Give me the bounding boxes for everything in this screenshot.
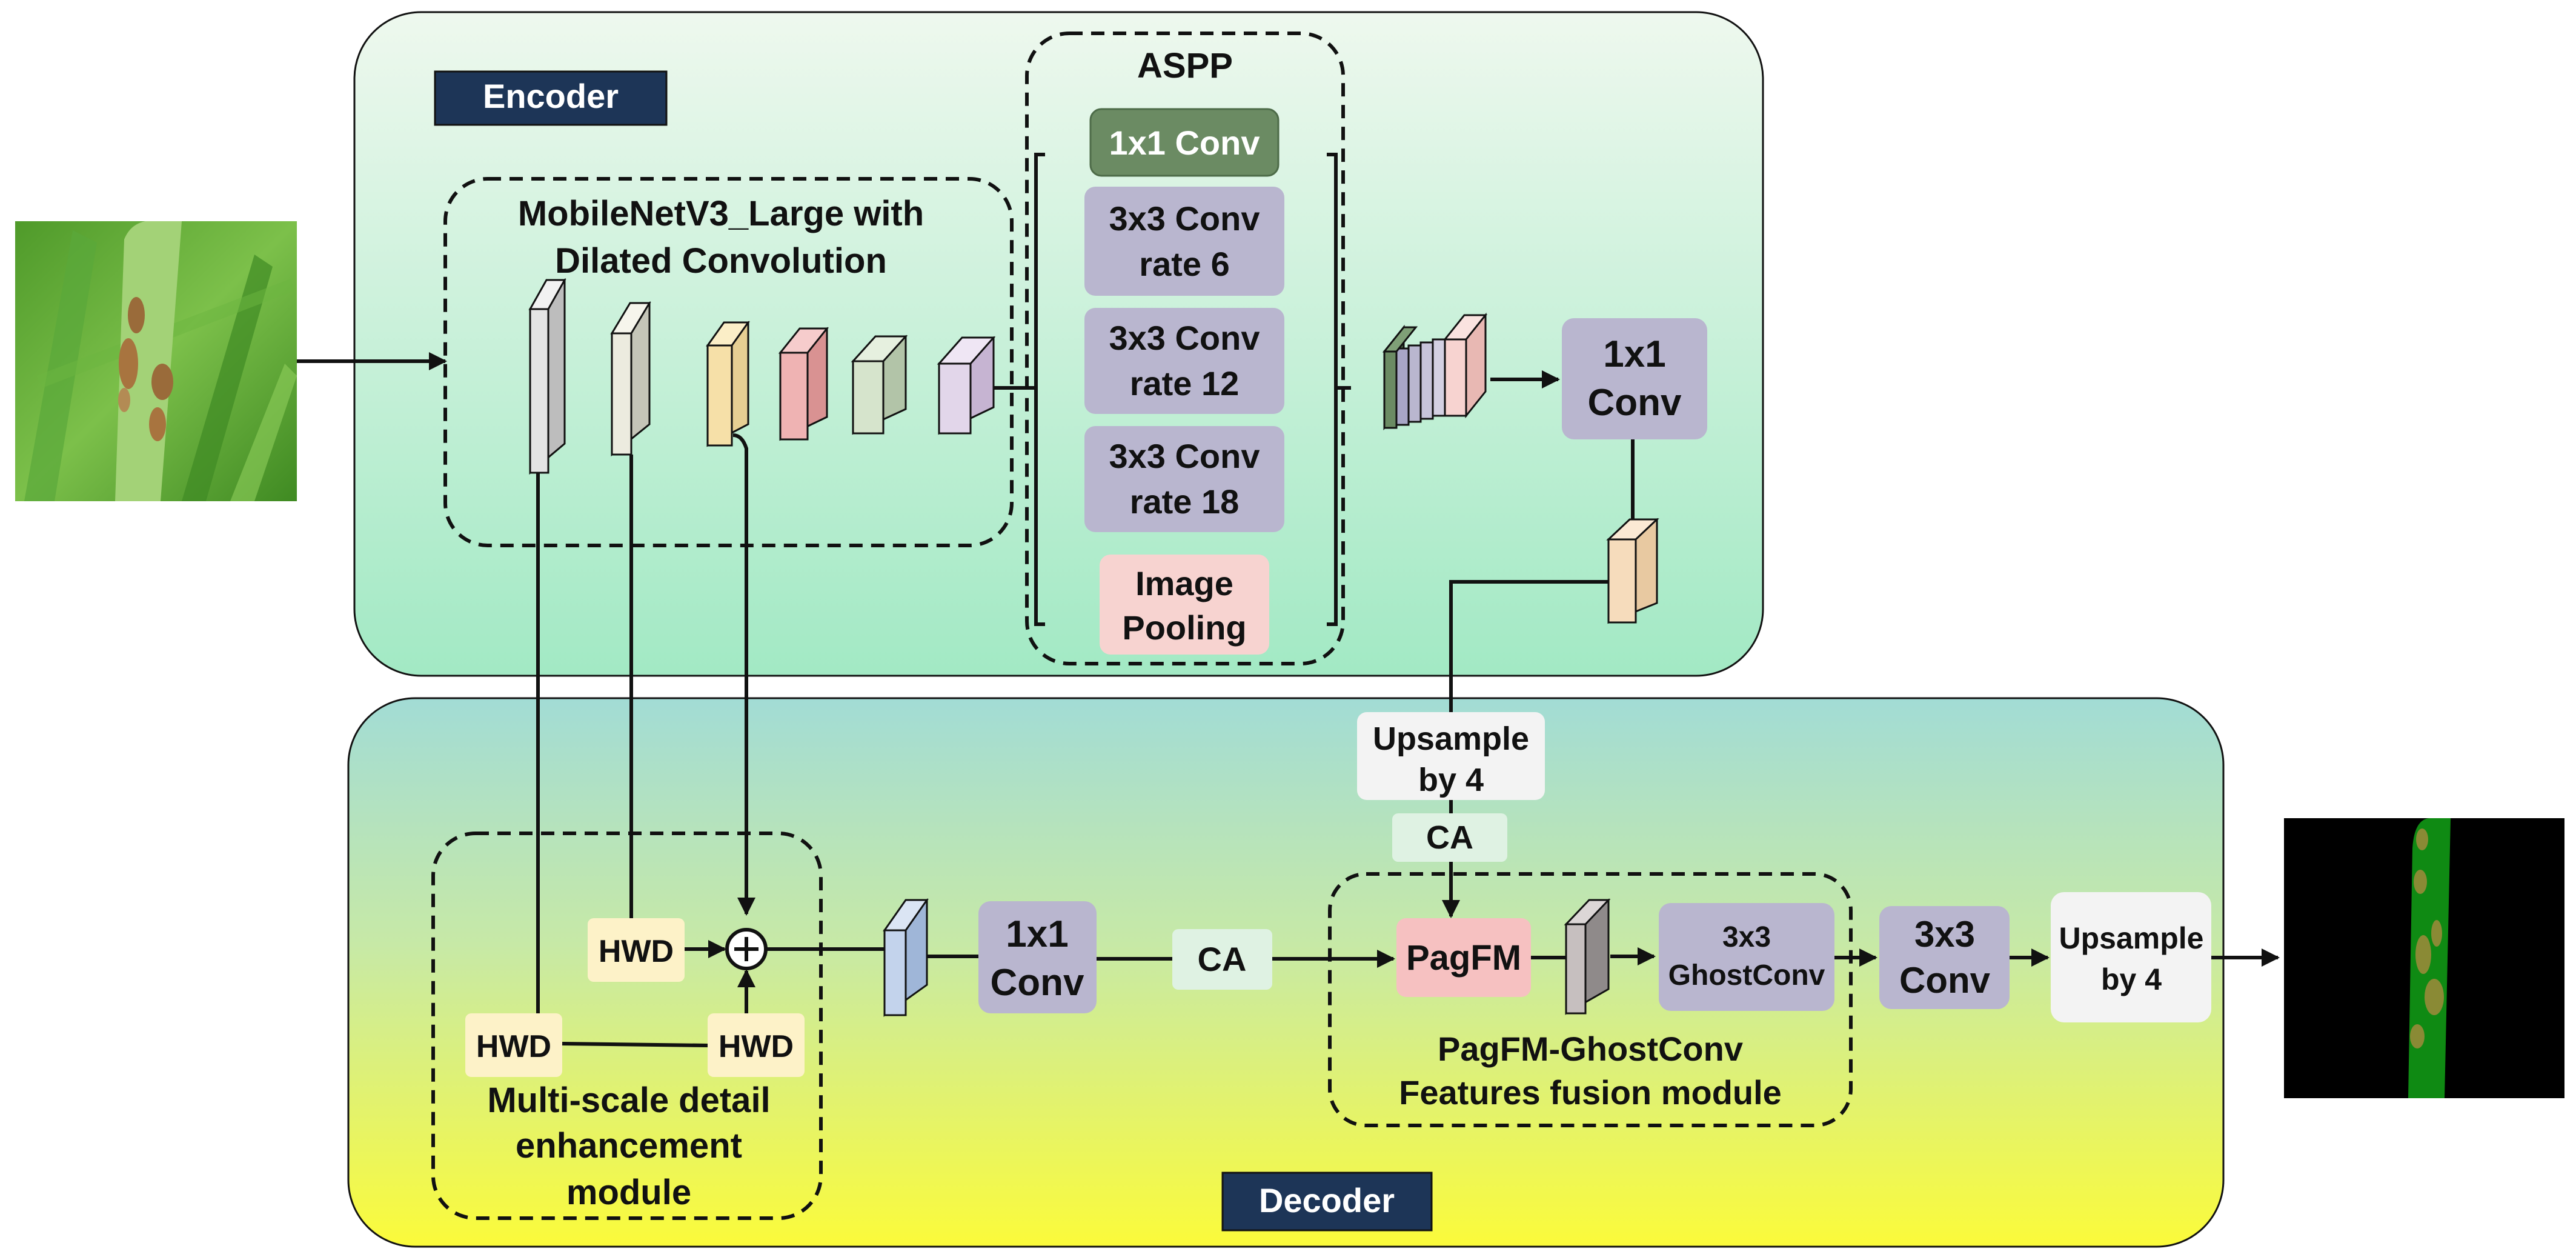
segmentation-mask-output-image <box>2284 818 2564 1098</box>
svg-text:Features fusion module: Features fusion module <box>1399 1073 1782 1112</box>
svg-text:PagFM: PagFM <box>1406 938 1521 978</box>
pagfm-box: PagFM <box>1396 918 1531 997</box>
multiscale-detail-enhancement-module: Multi-scale detail enhancement module <box>431 832 823 1220</box>
svg-text:rate 6: rate 6 <box>1139 245 1229 283</box>
svg-text:3x3: 3x3 <box>1914 914 1975 955</box>
svg-text:1x1 Conv: 1x1 Conv <box>1109 124 1260 162</box>
svg-text:CA: CA <box>1198 940 1247 978</box>
feature-map-4 <box>778 327 829 441</box>
ghostconv-box: 3x3 GhostConv <box>1659 903 1834 1011</box>
svg-text:module: module <box>566 1173 691 1212</box>
decoder-1x1-conv: 1x1 Conv <box>978 901 1097 1013</box>
svg-text:rate 18: rate 18 <box>1130 482 1240 521</box>
hwd-box-right: HWD <box>708 1013 805 1077</box>
feature-map-3 <box>706 321 750 447</box>
upsample-top-box: Upsample by 4 <box>1357 712 1545 800</box>
decoder-feature-map <box>883 898 929 1017</box>
encoder-tag-label: Encoder <box>483 77 619 115</box>
svg-text:GhostConv: GhostConv <box>1668 959 1825 992</box>
svg-text:Conv: Conv <box>1588 382 1682 424</box>
ca-top-box: CA <box>1392 813 1507 862</box>
svg-text:Upsample: Upsample <box>1373 721 1529 757</box>
feature-map-2 <box>610 301 651 457</box>
svg-text:by 4: by 4 <box>1418 762 1484 798</box>
aspp-branch-rate-6: 3x3 Conv rate 6 <box>1084 187 1284 296</box>
feature-map-5 <box>851 335 908 435</box>
pagfm-ghostconv-module: PagFM-GhostConv Features fusion module <box>1328 872 1853 1127</box>
encoder-output-feature-map <box>1606 518 1659 624</box>
decoder-tag <box>1221 1172 1433 1232</box>
aspp-branch-rate-18: 3x3 Conv rate 18 <box>1084 426 1284 532</box>
svg-text:1x1: 1x1 <box>1006 913 1068 955</box>
hwd-box-top: HWD <box>588 918 685 982</box>
aspp-module: ASPP 1x1 Conv 3x3 Conv rate 6 3x3 Conv r… <box>994 32 1351 665</box>
encoder-1x1-conv: 1x1 Conv <box>1562 318 1707 439</box>
svg-text:Multi-scale detail: Multi-scale detail <box>487 1081 770 1120</box>
svg-text:Upsample: Upsample <box>2059 921 2204 955</box>
feature-map-1 <box>528 278 566 475</box>
encoder-panel: Encoder <box>353 11 1764 677</box>
final-3x3-conv: 3x3 Conv <box>1879 906 2010 1009</box>
pagfm-feature-map <box>1564 898 1611 1015</box>
svg-text:1x1: 1x1 <box>1603 333 1665 375</box>
decoder-panel: Decoder <box>347 697 2225 1248</box>
svg-text:by 4: by 4 <box>2101 962 2162 996</box>
svg-text:HWD: HWD <box>476 1029 551 1064</box>
svg-text:3x3 Conv: 3x3 Conv <box>1109 199 1260 238</box>
upsample-final-box: Upsample by 4 <box>2051 892 2211 1022</box>
aspp-title: ASPP <box>1137 46 1233 85</box>
svg-text:CA: CA <box>1426 819 1473 856</box>
svg-text:Pooling: Pooling <box>1122 608 1246 647</box>
feature-map-6 <box>937 336 996 435</box>
decoder-tag-label: Decoder <box>1259 1181 1395 1219</box>
svg-text:Conv: Conv <box>1899 960 1991 1001</box>
svg-text:3x3: 3x3 <box>1722 921 1771 953</box>
aspp-branch-1x1-conv: 1x1 Conv <box>1089 108 1280 177</box>
encoder-tag <box>434 70 668 126</box>
svg-text:Image: Image <box>1135 564 1233 602</box>
svg-text:Conv: Conv <box>991 962 1085 1004</box>
svg-text:3x3 Conv: 3x3 Conv <box>1109 319 1260 357</box>
svg-text:HWD: HWD <box>599 934 674 969</box>
concat-feature-stack <box>1382 312 1488 431</box>
hwd-box-left: HWD <box>465 1013 562 1077</box>
svg-text:rate 12: rate 12 <box>1130 364 1240 402</box>
add-circle-icon <box>725 928 768 970</box>
aspp-branch-image-pooling: Image Pooling <box>1100 555 1269 655</box>
rice-leaf-input-image <box>15 221 297 501</box>
svg-text:enhancement: enhancement <box>516 1126 742 1165</box>
aspp-branch-rate-12: 3x3 Conv rate 12 <box>1084 308 1284 414</box>
svg-text:3x3 Conv: 3x3 Conv <box>1109 437 1260 475</box>
backbone-title-line2: Dilated Convolution <box>555 241 887 281</box>
svg-text:HWD: HWD <box>719 1029 794 1064</box>
backbone-title-line1: MobileNetV3_Large with <box>518 194 924 233</box>
ca-mid-box: CA <box>1172 929 1272 990</box>
svg-text:PagFM-GhostConv: PagFM-GhostConv <box>1438 1030 1743 1068</box>
backbone-module: MobileNetV3_Large with Dilated Convoluti… <box>443 177 1014 547</box>
